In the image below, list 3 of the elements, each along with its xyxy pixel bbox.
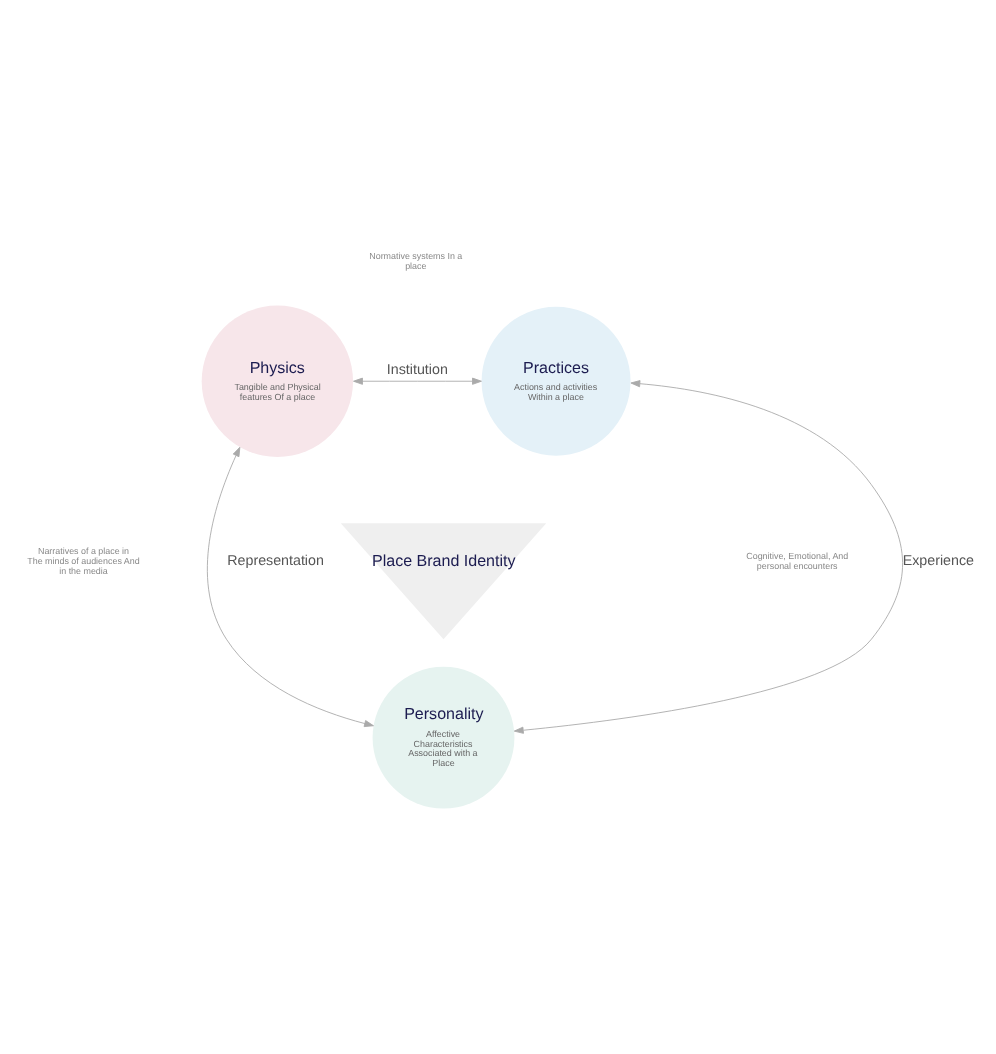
- arrow: [207, 446, 374, 728]
- arrow: [513, 380, 904, 734]
- arrow: [353, 377, 482, 385]
